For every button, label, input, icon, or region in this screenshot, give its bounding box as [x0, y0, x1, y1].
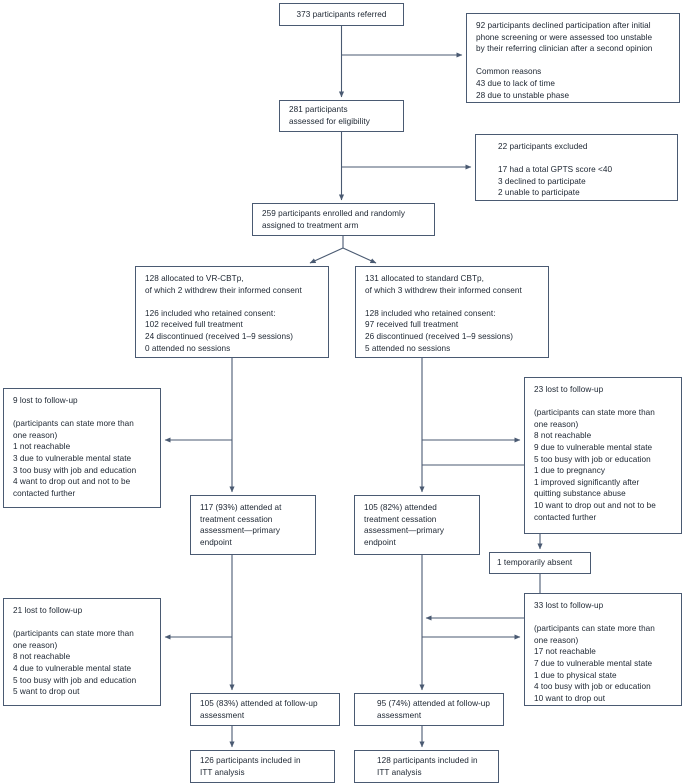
node-temporarily-absent: 1 temporarily absent — [489, 552, 591, 574]
node-lost-to-followup-left-2: 21 lost to follow-up (participants can s… — [3, 598, 161, 706]
node-followup-assessment-right: 95 (74%) attended at follow-up assessmen… — [354, 693, 504, 726]
node-lost-to-followup-right-2: 33 lost to follow-up (participants can s… — [524, 593, 682, 706]
node-referred: 373 participants referred — [279, 3, 404, 26]
node-enrolled: 259 participants enrolled and randomly a… — [252, 203, 435, 236]
node-arm-vr-cbtp: 128 allocated to VR-CBTp, of which 2 wit… — [135, 266, 329, 358]
node-lost-to-followup-right-1: 23 lost to follow-up (participants can s… — [524, 377, 682, 534]
node-lost-to-followup-left-1: 9 lost to follow-up (participants can st… — [3, 388, 161, 508]
node-itt-analysis-left: 126 participants included in ITT analysi… — [190, 750, 335, 783]
node-excluded: 22 participants excluded 17 had a total … — [475, 134, 678, 201]
node-followup-assessment-left: 105 (83%) attended at follow-up assessme… — [190, 693, 340, 726]
node-itt-analysis-right: 128 participants included in ITT analysi… — [354, 750, 499, 783]
node-assessed-eligibility: 281 participants assessed for eligibilit… — [279, 100, 404, 132]
node-treatment-cessation-right: 105 (82%) attended treatment cessation a… — [354, 495, 480, 555]
node-treatment-cessation-left: 117 (93%) attended at treatment cessatio… — [190, 495, 316, 555]
node-arm-standard-cbtp: 131 allocated to standard CBTp, of which… — [355, 266, 549, 358]
node-declined-screening: 92 participants declined participation a… — [466, 13, 680, 103]
